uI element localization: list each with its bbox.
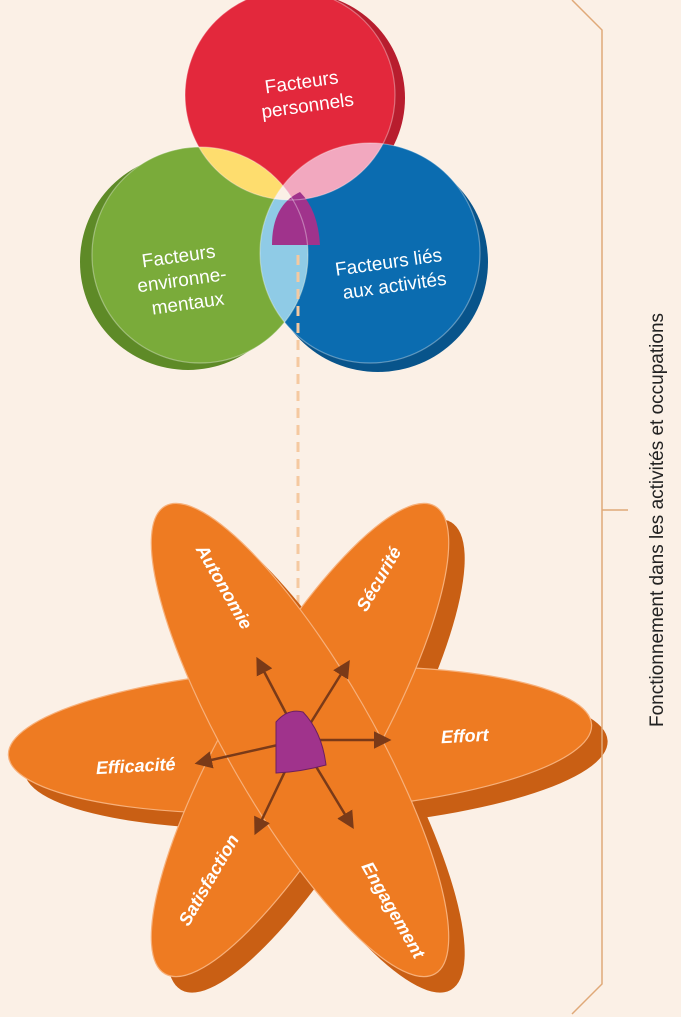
star-center	[275, 710, 327, 774]
venn-center	[272, 192, 320, 245]
environment-outline	[91, 146, 309, 364]
label-effort: Effort	[440, 725, 490, 748]
label-efficacite: Efficacité	[95, 754, 176, 778]
environment-circle	[92, 147, 308, 363]
activity-outline	[259, 142, 481, 364]
occupation-star: Autonomie Sécurité Effort Efficacité Sat…	[7, 502, 608, 993]
activity-circle	[260, 143, 480, 363]
personal-outline	[184, 0, 396, 201]
side-label: Fonctionnement dans les activités et occ…	[647, 313, 668, 727]
venn-diagram: Facteurs personnels Facteurs environne- …	[80, 0, 488, 372]
right-bracket	[571, 0, 628, 1015]
